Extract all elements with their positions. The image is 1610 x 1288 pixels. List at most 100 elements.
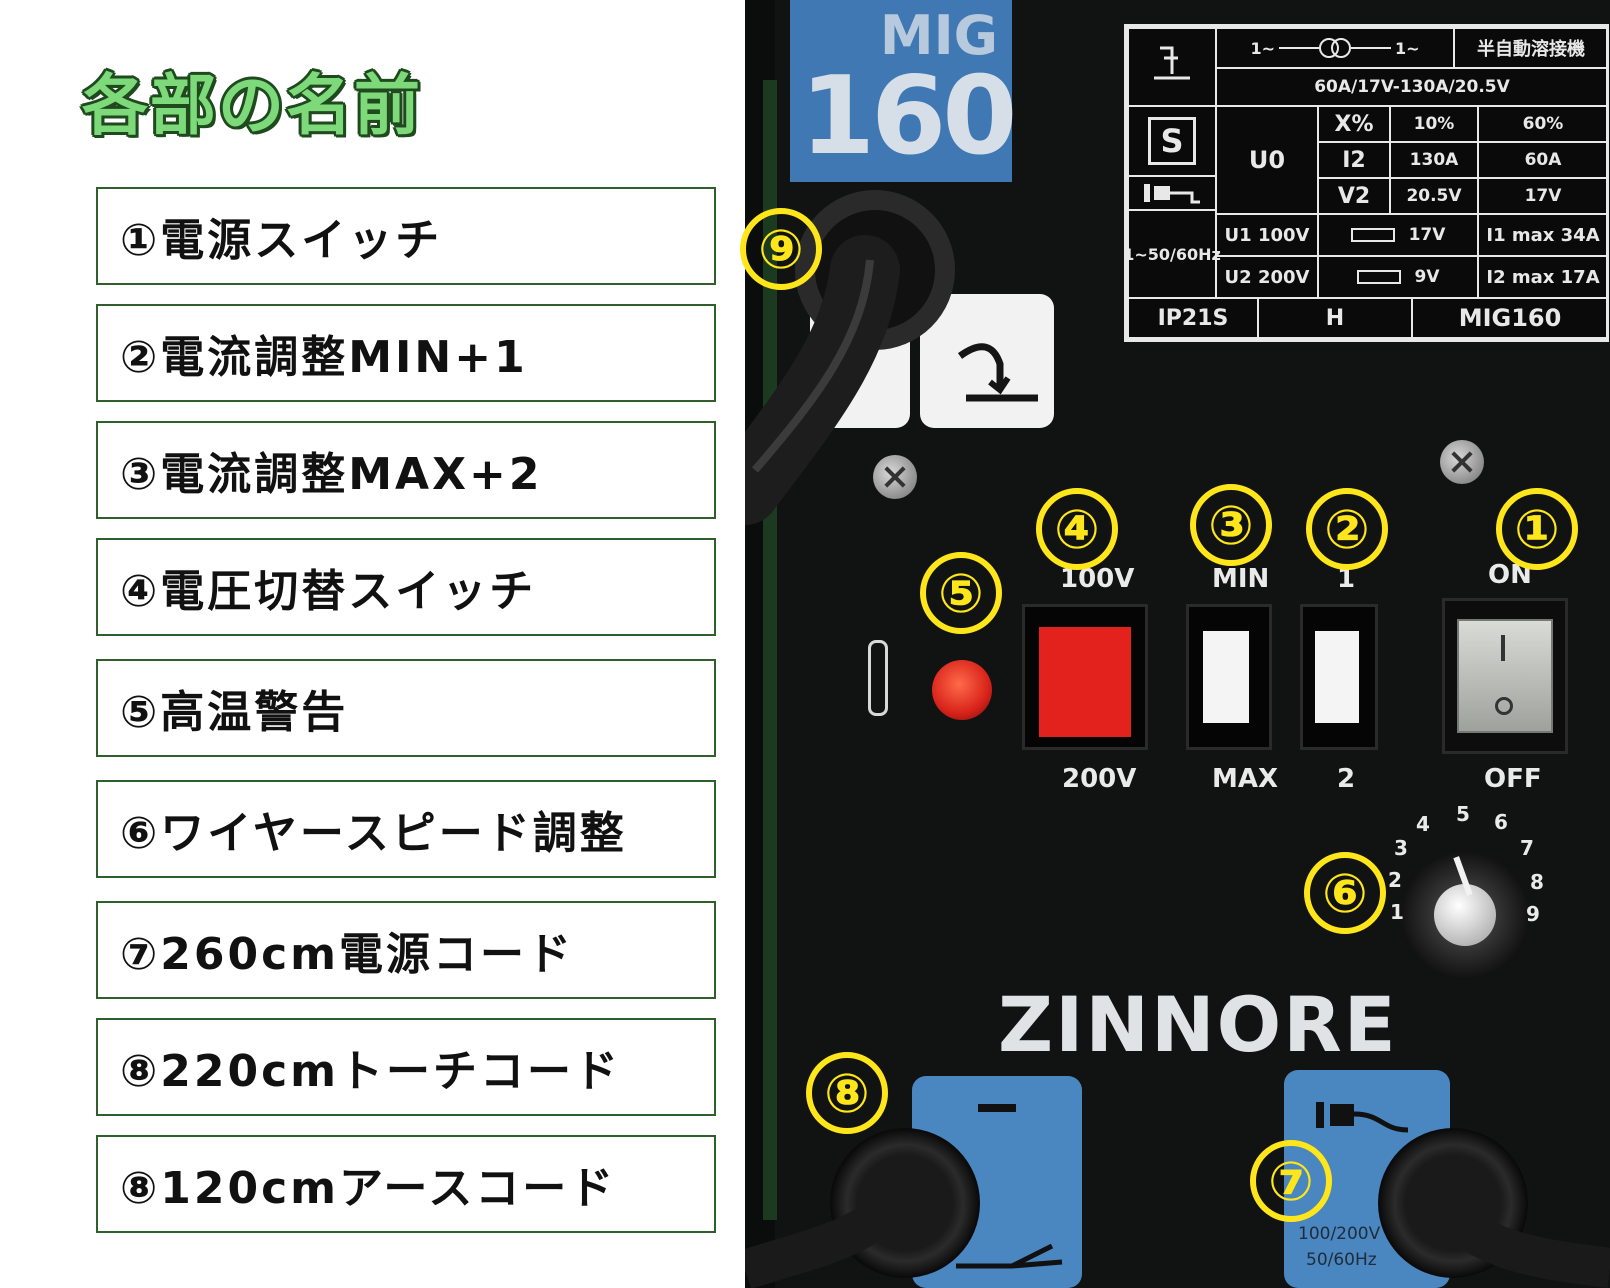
- current-min-switch[interactable]: [1315, 631, 1359, 723]
- i2-max: I2 max 17A: [1477, 255, 1609, 299]
- callout-9: ⑨: [740, 208, 822, 290]
- power-plug-icon: [1316, 1102, 1409, 1133]
- dial-tick: 4: [1416, 812, 1430, 836]
- part-label-text: ⑧120cmアースコード: [120, 1163, 617, 1214]
- u1-label: U1 100V: [1215, 213, 1319, 257]
- callout-1: ①: [1496, 488, 1578, 570]
- phase-cell: 1~ 1~: [1215, 27, 1455, 69]
- part-label-text: ②電流調整MIN+1: [120, 332, 528, 383]
- u2-label: U2 200V: [1215, 255, 1319, 299]
- callout-3: ③: [1190, 484, 1272, 566]
- legend-title: 各部の名前: [82, 67, 422, 144]
- screw: [1440, 440, 1484, 484]
- part-label-4: ④電圧切替スイッチ: [96, 538, 716, 636]
- dial-tick: 7: [1520, 836, 1534, 860]
- badge-model-number: 160: [800, 54, 1017, 179]
- part-label-3: ③電流調整MAX+2: [96, 421, 716, 519]
- label-min: MIN: [1212, 564, 1270, 594]
- label-1: 1: [1337, 564, 1356, 594]
- part-label-5: ⑤高温警告: [96, 659, 716, 757]
- label-off: OFF: [1484, 764, 1542, 794]
- s-mark-cell: S: [1127, 105, 1217, 177]
- spec-plate: 1~ 1~ 半自動溶接機 60A/17V-130A/20.5V S 1~50/6…: [1123, 24, 1609, 342]
- brand-logo: ZINNORE: [998, 980, 1398, 1069]
- cords: [745, 1187, 1610, 1288]
- current-max-switch-frame: [1186, 604, 1272, 750]
- u1-fuse-text: 17V: [1408, 225, 1446, 245]
- dial-tick: 3: [1394, 836, 1408, 860]
- fuse-icon: [1350, 228, 1395, 242]
- frequency: 1~50/60Hz: [1123, 209, 1221, 299]
- v2-val-2: 17V: [1477, 177, 1609, 215]
- insulation-class: H: [1257, 297, 1413, 339]
- on-mark-icon: [1501, 635, 1505, 661]
- s-mark: S: [1148, 117, 1196, 165]
- negative-mark-icon: [978, 1104, 1016, 1112]
- u0-label: U0: [1215, 105, 1319, 215]
- u2-fuse-text: 9V: [1414, 267, 1440, 287]
- machine-type: 半自動溶接機: [1453, 27, 1609, 69]
- callout-7: ⑦: [1250, 1140, 1332, 1222]
- part-label-text: ⑥ワイヤースピード調整: [120, 808, 627, 859]
- knob-cap: [1434, 884, 1496, 946]
- screw: [873, 455, 917, 499]
- i1-max: I1 max 34A: [1477, 213, 1609, 257]
- callout-4: ④: [1036, 488, 1118, 570]
- x-label: X%: [1317, 105, 1391, 143]
- voltage-switch[interactable]: [1039, 627, 1131, 737]
- dial-tick: 8: [1530, 870, 1544, 894]
- model-badge: MIG 160: [790, 0, 1017, 182]
- current-max-switch[interactable]: [1203, 631, 1249, 723]
- i2-label: I2: [1317, 141, 1391, 179]
- x-val-1: 10%: [1389, 105, 1479, 143]
- part-label-text: ④電圧切替スイッチ: [120, 566, 537, 617]
- mig-torch-symbol-icon: [920, 294, 1054, 428]
- voltage-switch-frame: [1022, 604, 1148, 750]
- part-label-text: ⑧220cmトーチコード: [120, 1046, 622, 1097]
- v2-val-1: 20.5V: [1389, 177, 1479, 215]
- part-label-8b: ⑧120cmアースコード: [96, 1135, 716, 1233]
- part-label-1: ①電源スイッチ: [96, 187, 716, 285]
- fuse-icon: [1356, 270, 1401, 284]
- callout-5: ⑤: [920, 552, 1002, 634]
- high-temp-warning-led: [932, 660, 992, 720]
- off-mark-icon: [1495, 697, 1513, 715]
- callout-8: ⑧: [806, 1052, 888, 1134]
- plate-model: MIG160: [1411, 297, 1609, 339]
- part-label-8a: ⑧220cmトーチコード: [96, 1018, 716, 1116]
- plug-plate-voltage: 100/200V: [1298, 1224, 1381, 1244]
- part-label-text: ⑤高温警告: [120, 687, 349, 738]
- callout-2: ②: [1306, 488, 1388, 570]
- i2-val-2: 60A: [1477, 141, 1609, 179]
- x-val-2: 60%: [1477, 105, 1609, 143]
- current-min-switch-frame: [1300, 604, 1378, 750]
- earth-clamp-icon: [956, 1243, 1063, 1269]
- i2-val-1: 130A: [1389, 141, 1479, 179]
- power-switch[interactable]: [1457, 619, 1553, 733]
- panel-green-trim: [763, 80, 777, 1220]
- v2-label: V2: [1317, 177, 1391, 215]
- part-label-7: ⑦260cm電源コード: [96, 901, 716, 999]
- wire-speed-knob[interactable]: [1400, 850, 1530, 980]
- plug-plate-frequency: 50/60Hz: [1306, 1250, 1377, 1270]
- part-label-text: ③電流調整MAX+2: [120, 449, 543, 500]
- callout-6: ⑥: [1304, 852, 1386, 934]
- phase-out-text: 1~: [1395, 38, 1420, 58]
- label-2: 2: [1337, 764, 1356, 794]
- power-switch-frame: [1442, 598, 1568, 754]
- welder-symbol-icon: [1127, 27, 1217, 107]
- part-label-text: ⑦260cm電源コード: [120, 929, 575, 980]
- badge-mig-text: MIG: [879, 4, 998, 67]
- dial-tick: 2: [1388, 868, 1402, 892]
- dial-tick: 5: [1456, 802, 1470, 826]
- label-max: MAX: [1212, 764, 1279, 794]
- dial-tick: 6: [1494, 810, 1508, 834]
- label-200v: 200V: [1062, 764, 1137, 794]
- part-label-2: ②電流調整MIN+1: [96, 304, 716, 402]
- phase-in-text: 1~: [1250, 38, 1275, 58]
- u2-fuse-cell: 9V: [1317, 255, 1479, 299]
- transformer-icon: [1279, 38, 1391, 58]
- torch-cable: [745, 190, 955, 525]
- dial-tick: 9: [1526, 902, 1540, 926]
- output-range: 60A/17V-130A/20.5V: [1215, 67, 1609, 107]
